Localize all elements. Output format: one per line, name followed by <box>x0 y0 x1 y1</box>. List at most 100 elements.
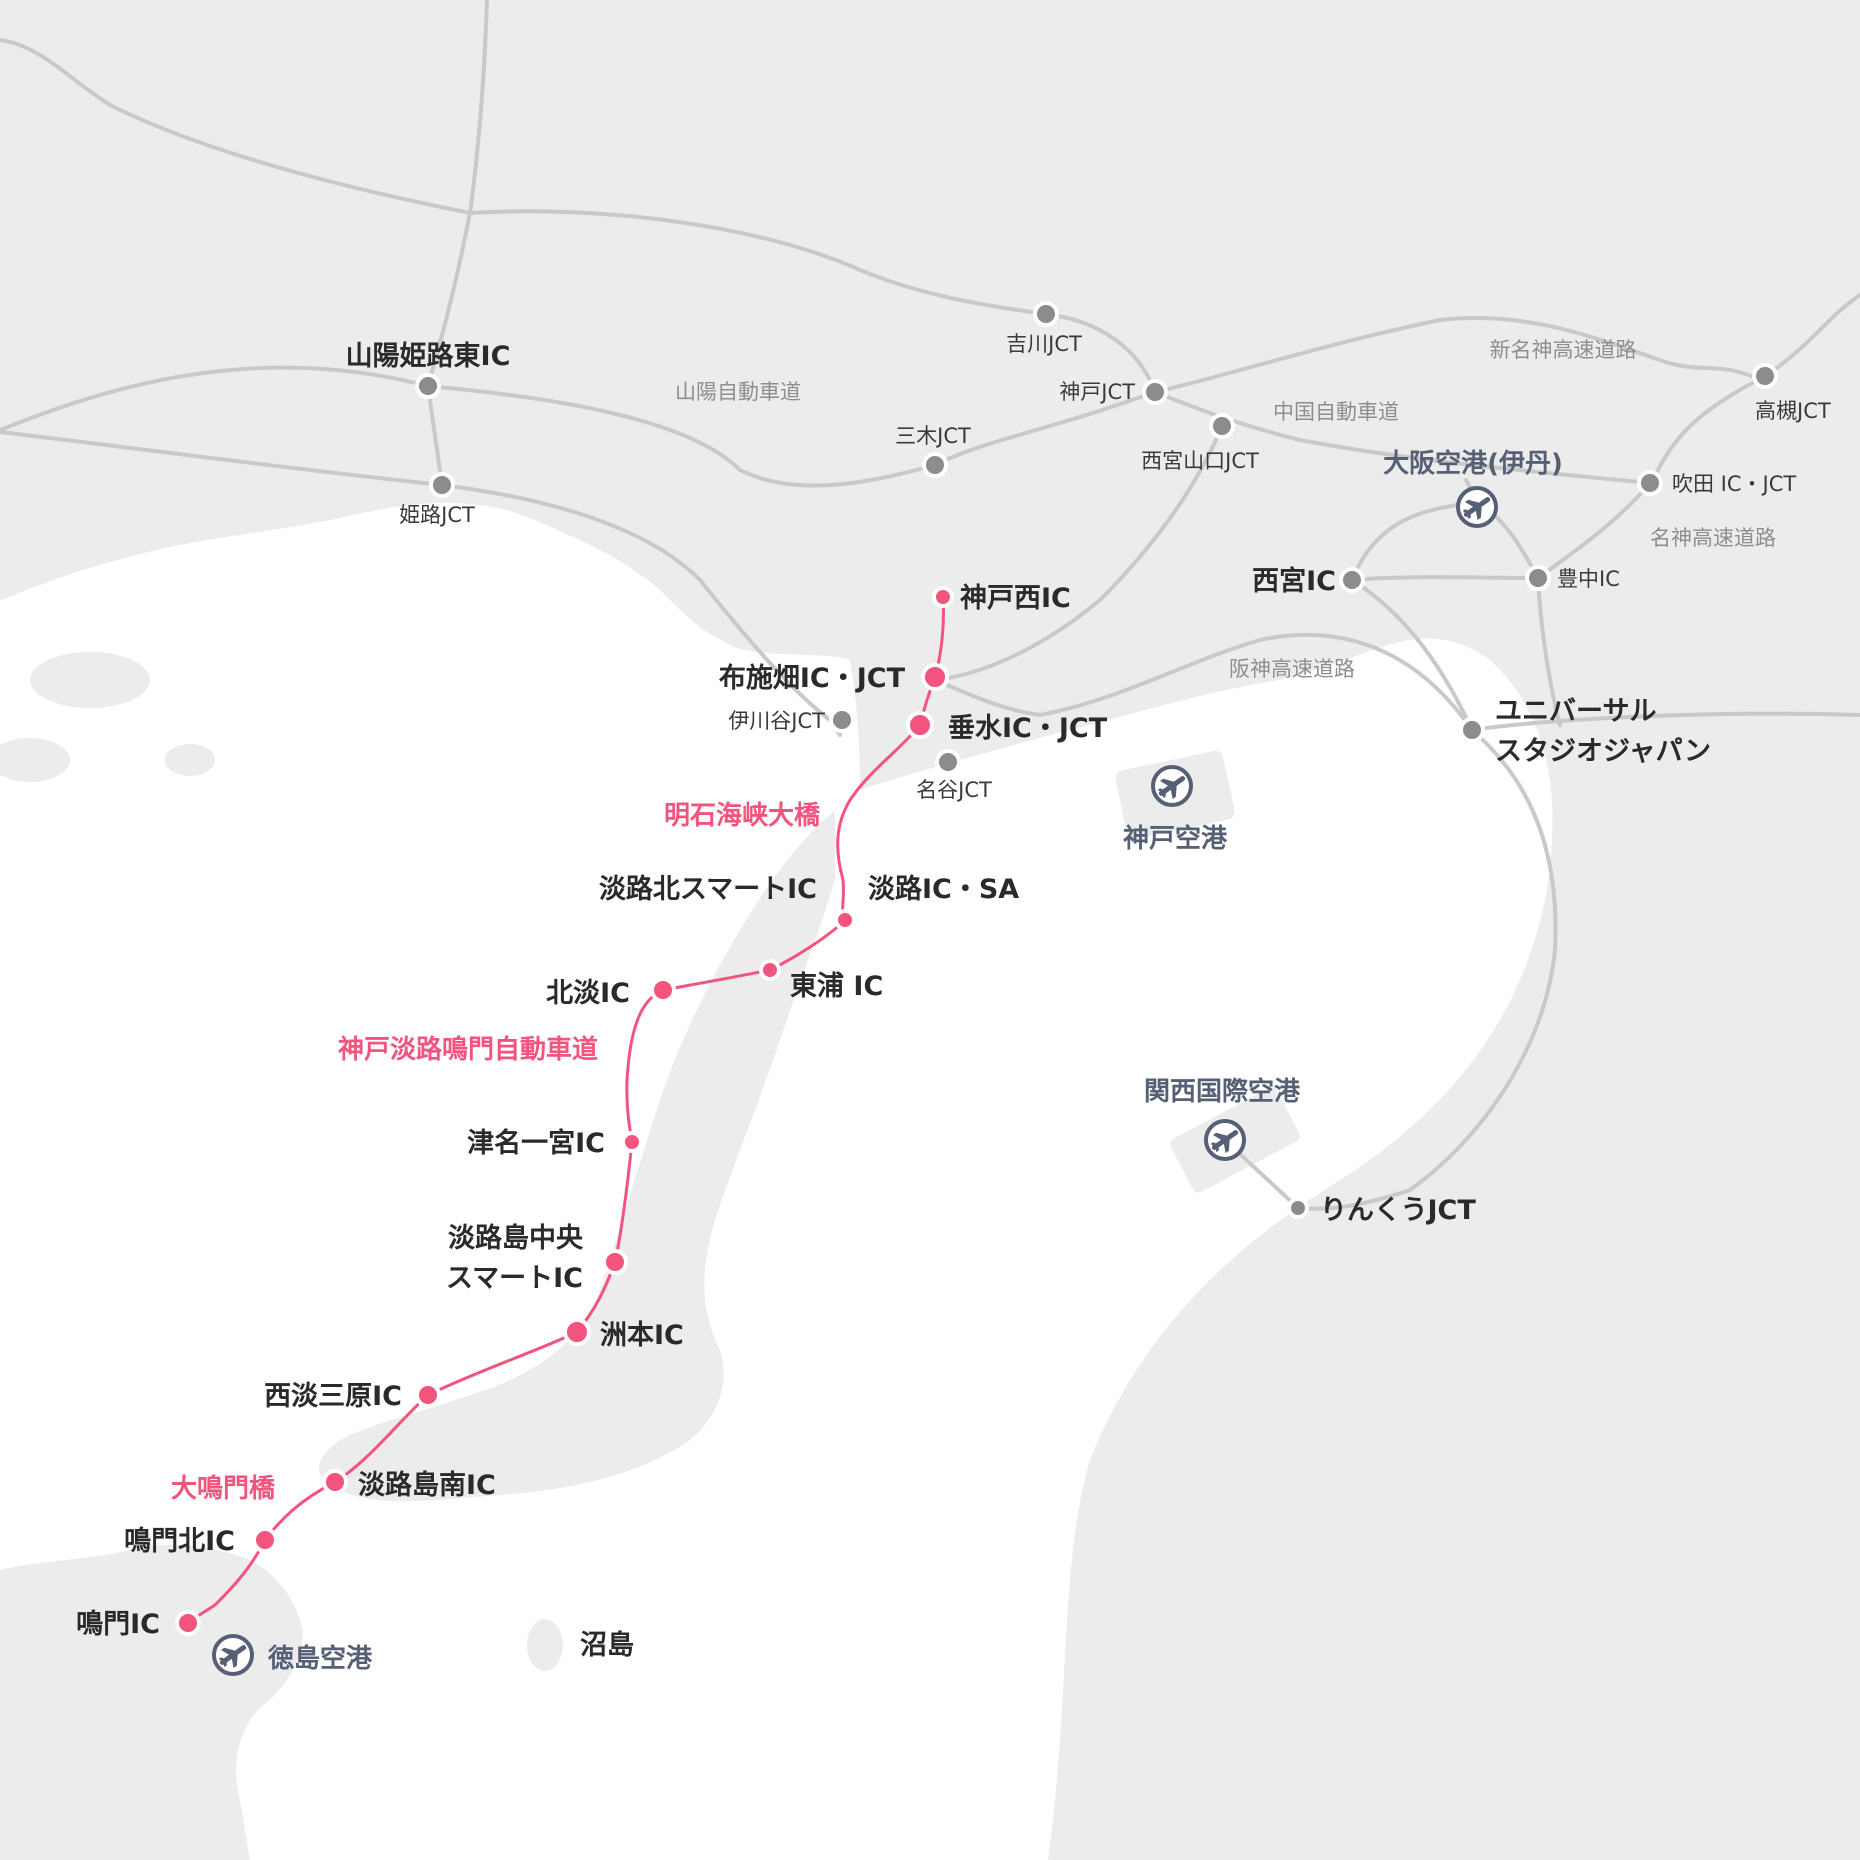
label-tarumi-ic: 垂水IC・JCT <box>948 713 1108 744</box>
node-naruto-ic <box>175 1610 201 1636</box>
airport-labels: 大阪空港(伊丹) 神戸空港 関西国際空港 徳島空港 <box>267 448 1563 1674</box>
label-nushima: 沼島 <box>580 1630 634 1661</box>
label-shin-meishin: 新名神高速道路 <box>1490 338 1637 362</box>
label-kansai-airport: 関西国際空港 <box>1144 1076 1301 1107</box>
label-awajishima-minami-ic: 淡路島南IC <box>358 1469 496 1501</box>
node-fusehata-ic <box>921 663 949 691</box>
label-studio-japan: スタジオジャパン <box>1495 736 1711 767</box>
label-ikawadani-jct: 伊川谷JCT <box>728 709 825 733</box>
label-myodani-jct: 名谷JCT <box>916 778 992 802</box>
minor-labels: 姫路JCT 吉川JCT 神戸JCT 三木JCT 西宮山口JCT 伊川谷JCT 名… <box>399 332 1831 802</box>
node-nishinomiya-yamaguchi-jct <box>1209 413 1235 439</box>
node-tsuna-ichinomiya-ic <box>621 1131 643 1153</box>
node-miki-jct <box>922 452 948 478</box>
label-hanshin: 阪神高速道路 <box>1229 657 1355 681</box>
label-meishin: 名神高速道路 <box>1650 526 1776 550</box>
label-fusehata-ic: 布施畑IC・JCT <box>719 663 906 694</box>
label-osaka-airport: 大阪空港(伊丹) <box>1383 448 1563 479</box>
label-nishinomiya-yamaguchi-jct: 西宮山口JCT <box>1141 449 1259 473</box>
road <box>1763 293 1860 378</box>
road <box>0 365 937 488</box>
island-nushima <box>527 1619 563 1671</box>
label-rinku-jct: りんくうJCT <box>1320 1195 1476 1226</box>
expressway-network <box>0 0 1860 1211</box>
node-awaji-ic <box>834 909 856 931</box>
node-hokudan-ic <box>650 977 676 1003</box>
label-kobe-airport: 神戸空港 <box>1123 823 1228 854</box>
label-takatsuki-jct: 高槻JCT <box>1755 399 1831 423</box>
node-toyonaka-ic <box>1525 565 1551 591</box>
label-awajishima-chuo: 淡路島中央 <box>448 1222 584 1254</box>
node-rinku-jct <box>1287 1197 1309 1219</box>
label-kobe-jct: 神戸JCT <box>1059 380 1135 404</box>
label-seidan-mihara-ic: 西淡三原IC <box>264 1381 402 1412</box>
node-suita-jct <box>1637 470 1663 496</box>
node-sanyo-himeji-higashi <box>415 373 441 399</box>
node-himeji-jct <box>429 472 455 498</box>
label-himeji-jct: 姫路JCT <box>399 503 475 527</box>
major-labels: 山陽姫路東IC 西宮IC ユニバーサル スタジオジャパン りんくうJCT 沼島 <box>346 340 1711 1661</box>
label-kobe-nishi-ic: 神戸西IC <box>960 583 1071 614</box>
node-tarumi-ic <box>906 711 934 739</box>
road <box>933 316 1762 467</box>
label-tokushima-airport: 徳島空港 <box>267 1643 373 1674</box>
road <box>468 209 1157 394</box>
land-shikoku <box>0 1544 303 1860</box>
label-awaji-ic-sa: 淡路IC・SA <box>868 873 1019 905</box>
node-kobe-jct <box>1142 379 1168 405</box>
route-labels: 神戸西IC 布施畑IC・JCT 垂水IC・JCT 淡路北スマートIC 淡路IC・… <box>76 583 1108 1640</box>
pink-labels: 明石海峡大橋 大鳴門橋 神戸淡路鳴門自動車道 <box>171 801 821 1504</box>
route-nodes <box>175 586 954 1636</box>
node-awajishima-minami-ic <box>322 1469 348 1495</box>
node-naruto-kita-ic <box>252 1527 278 1553</box>
label-universal: ユニバーサル <box>1495 696 1656 727</box>
node-usj <box>1459 717 1485 743</box>
label-awaji-kita-smart-ic: 淡路北スマートIC <box>599 873 817 905</box>
label-tsuna-ichinomiya-ic: 津名一宮IC <box>467 1127 605 1159</box>
label-yokawa-jct: 吉川JCT <box>1006 332 1082 356</box>
label-sanyo-expressway: 山陽自動車道 <box>675 380 801 404</box>
land-awaji <box>319 810 836 1502</box>
label-sanyo-himeji-higashi-ic: 山陽姫路東IC <box>346 340 511 372</box>
label-hokudan-ic: 北淡IC <box>546 978 630 1009</box>
label-smart-ic: スマートIC <box>446 1263 583 1294</box>
node-kobe-nishi-ic <box>932 586 954 608</box>
label-chugoku-expressway: 中国自動車道 <box>1273 400 1399 424</box>
airplane-icon <box>1458 488 1496 526</box>
node-awajishima-chuo-ic <box>602 1249 628 1275</box>
island <box>0 738 70 782</box>
label-miki-jct: 三木JCT <box>895 424 971 448</box>
airplane-icon <box>214 1636 252 1674</box>
label-akashi-bridge: 明石海峡大橋 <box>664 801 821 831</box>
node-myodani-jct <box>935 749 961 775</box>
road <box>933 424 1224 682</box>
label-higashiura-ic: 東浦 IC <box>790 970 883 1002</box>
label-naruto-kita-ic: 鳴門北IC <box>124 1526 235 1557</box>
island <box>30 652 150 708</box>
label-toyonaka-ic: 豊中IC <box>1557 567 1620 591</box>
road <box>1350 578 1860 732</box>
label-route-name: 神戸淡路鳴門自動車道 <box>338 1034 598 1065</box>
airplane-icon <box>1206 1121 1244 1159</box>
label-onaruto-bridge: 大鳴門橋 <box>171 1474 276 1504</box>
jct-nodes <box>415 301 1778 1219</box>
node-nishinomiya-ic <box>1339 567 1365 593</box>
label-sumoto-ic: 洲本IC <box>600 1320 684 1351</box>
road-name-labels: 山陽自動車道 中国自動車道 新名神高速道路 名神高速道路 阪神高速道路 <box>675 338 1776 681</box>
node-ikawadani-jct <box>829 707 855 733</box>
airplane-icon <box>1153 767 1191 805</box>
node-seidan-mihara-ic <box>415 1382 441 1408</box>
label-suita-ic-jct: 吹田 IC・JCT <box>1672 472 1796 496</box>
road <box>1153 390 1652 485</box>
node-takatsuki-jct <box>1752 363 1778 389</box>
node-yokawa-jct <box>1033 301 1059 327</box>
island <box>165 744 215 776</box>
label-nishinomiya-ic: 西宮IC <box>1252 565 1336 597</box>
node-sumoto-ic <box>563 1318 591 1346</box>
label-naruto-ic: 鳴門IC <box>76 1609 160 1640</box>
road <box>0 38 472 215</box>
road <box>0 430 842 737</box>
